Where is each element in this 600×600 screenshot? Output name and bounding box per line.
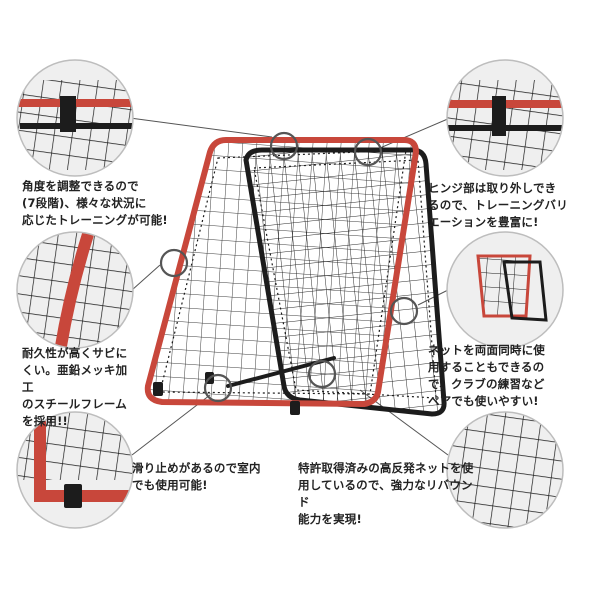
zoom-net-circle <box>446 411 564 529</box>
durability-caption: 耐久性が高くサビに くい。亜鉛メッキ加工 のスチールフレーム を採用!! <box>22 346 128 428</box>
angle-caption: 角度を調整できるので (7段階)、様々な状況に 応じたトレーニングが可能! <box>22 179 168 227</box>
zoom-hinge-circle <box>446 59 564 177</box>
double-side-caption: ネットを両面同時に使 用することもできるの で、クラブの練習など ペアでも使いや… <box>428 343 545 408</box>
nonslip-caption: 滑り止めがあるので室内 でも使用可能! <box>132 461 261 492</box>
callout-markers <box>159 131 419 403</box>
hinge-caption: ヒンジ部は取り外しでき るので、トレーニングバリ エーションを豊富に! <box>428 181 568 229</box>
zoom-angle-circle <box>16 59 134 177</box>
zoom-double-side-circle <box>446 231 564 349</box>
zoom-nonslip-circle <box>16 411 134 529</box>
zoom-frame-circle <box>16 231 134 349</box>
front-net-frame <box>144 137 420 408</box>
patent-net-caption: 特許取得済みの高反発ネットを使 用しているので、強力なリバウンド 能力を実現! <box>298 461 474 526</box>
